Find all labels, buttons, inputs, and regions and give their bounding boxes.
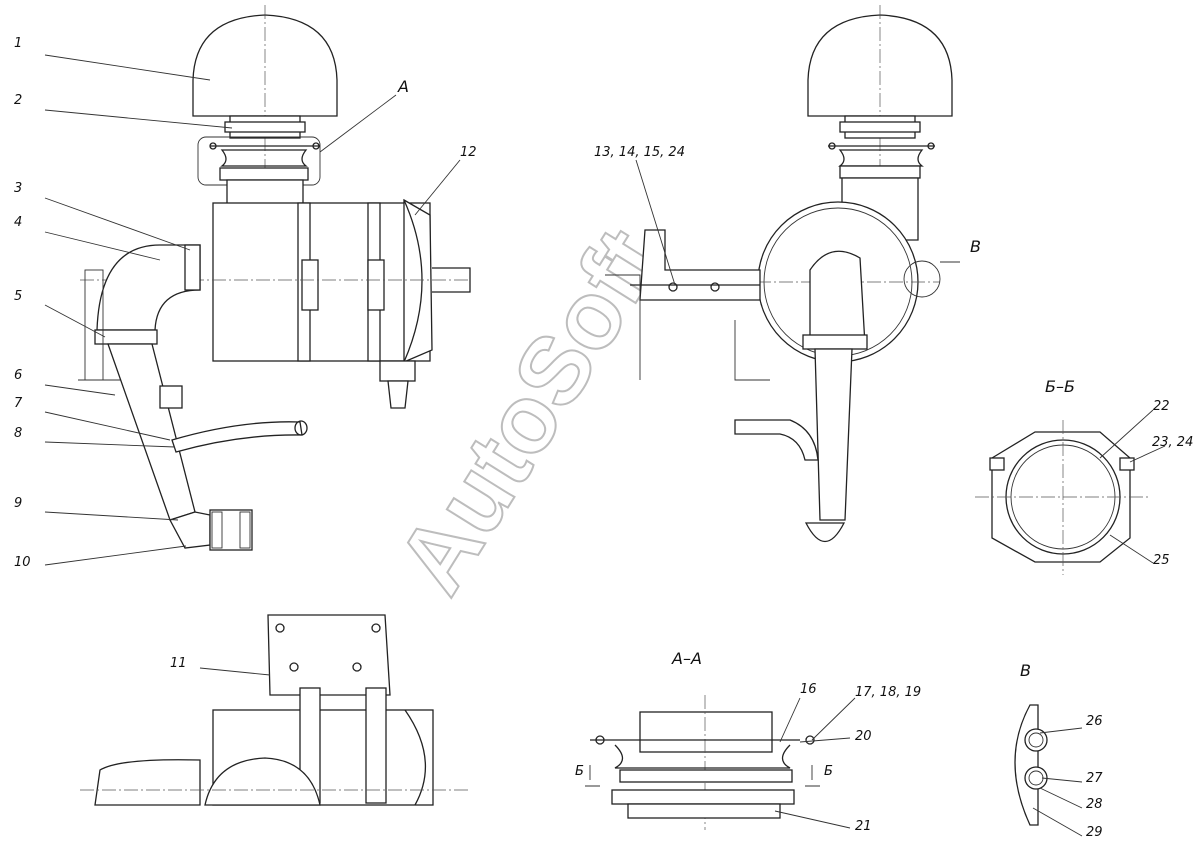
callout-11: 11 <box>170 656 187 671</box>
callout-5: 5 <box>14 289 22 304</box>
callout-27: 27 <box>1086 771 1103 786</box>
callout-20: 20 <box>855 729 872 744</box>
callout-2: 2 <box>14 93 22 108</box>
callout-28: 28 <box>1086 797 1103 812</box>
callout-26: 26 <box>1086 714 1103 729</box>
callout-7: 7 <box>14 396 23 411</box>
plan-view <box>80 614 470 806</box>
callout-13-14-15-24: 13, 14, 15, 24 <box>594 145 685 160</box>
callout-16: 16 <box>800 682 817 697</box>
section-title-bb: Б–Б <box>1045 377 1075 396</box>
callout-1: 1 <box>14 36 22 51</box>
callout-21: 21 <box>855 819 872 834</box>
view-v <box>1014 704 1048 826</box>
callout-17-18-19: 17, 18, 19 <box>855 685 921 700</box>
section-bb <box>975 420 1150 575</box>
callout-23-24: 23, 24 <box>1152 435 1193 450</box>
section-title-aa: А–А <box>671 649 702 668</box>
view-marker-v: В <box>970 237 981 256</box>
front-view <box>78 5 471 551</box>
leader-lines <box>44 54 1166 837</box>
callout-6: 6 <box>14 368 22 383</box>
callout-12: 12 <box>460 145 477 160</box>
side-view <box>605 5 960 542</box>
callout-3: 3 <box>14 181 22 196</box>
section-aa <box>585 695 820 830</box>
callout-29: 29 <box>1086 825 1103 840</box>
callout-8: 8 <box>14 426 22 441</box>
section-cut-b-right: Б <box>824 764 833 779</box>
callout-4: 4 <box>14 215 22 230</box>
section-mark-a: A <box>397 77 409 96</box>
callout-25: 25 <box>1153 553 1170 568</box>
callout-9: 9 <box>14 496 22 511</box>
section-cut-b-left: Б <box>575 764 584 779</box>
callout-labels: 1 2 3 4 5 6 7 8 9 10 11 12 13, 14, 15, 2… <box>14 36 1193 840</box>
callout-22: 22 <box>1153 399 1170 414</box>
callout-10: 10 <box>14 555 31 570</box>
view-title-v: В <box>1020 661 1031 680</box>
